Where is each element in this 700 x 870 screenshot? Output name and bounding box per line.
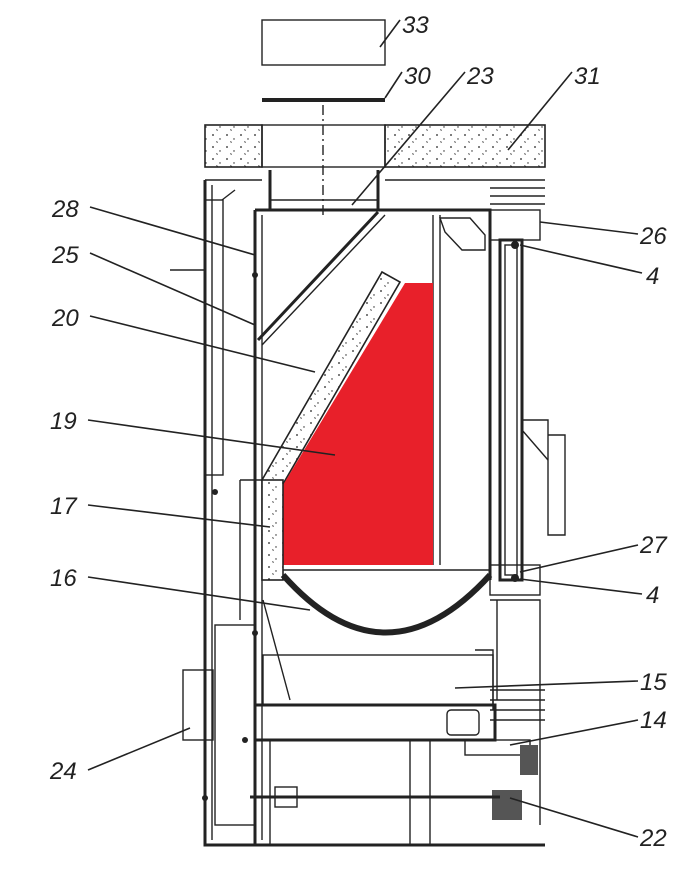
- callout-19: 19: [50, 408, 77, 435]
- bolt: [252, 630, 258, 636]
- side-bracket: [239, 479, 262, 620]
- part-23-flue-collar: [268, 170, 380, 212]
- bolt: [212, 489, 218, 495]
- part-33-cover: [261, 19, 386, 66]
- callout-27: 27: [639, 532, 668, 559]
- door-frame-inner: [432, 215, 441, 565]
- door-handle: [522, 419, 566, 536]
- callout-33: 33: [402, 12, 429, 39]
- handle-arm: [521, 429, 549, 461]
- drawer-handle: [446, 709, 480, 736]
- legs: [269, 740, 431, 845]
- part-19-fire-zone: [283, 283, 433, 565]
- callout-22: 22: [639, 825, 667, 852]
- callout-26: 26: [639, 223, 667, 250]
- door-glass: [504, 244, 518, 576]
- part-31-slab-left: [204, 124, 263, 168]
- callout-28: 28: [51, 196, 79, 223]
- bolt: [252, 272, 258, 278]
- door-top-frame: [489, 209, 541, 241]
- air-channel: [439, 217, 486, 251]
- callout-4-top: 4: [646, 263, 659, 290]
- hinge-top: [511, 241, 519, 249]
- callout-20: 20: [51, 305, 79, 332]
- baffle-inner: [261, 214, 386, 346]
- seal-22: [492, 790, 522, 820]
- rear-deflector: [221, 189, 236, 201]
- callout-31: 31: [574, 63, 601, 90]
- bolt: [202, 795, 208, 801]
- rear-channel: [204, 199, 224, 476]
- callout-4-bottom: 4: [646, 582, 659, 609]
- part-28-baffle: [256, 210, 380, 342]
- callout-17: 17: [50, 493, 78, 520]
- callout-14: 14: [640, 707, 667, 734]
- leader-lines: [87, 19, 643, 838]
- callout-15: 15: [640, 669, 667, 696]
- part-17-side-brick: [261, 479, 284, 581]
- bolt: [242, 737, 248, 743]
- callout-30: 30: [404, 63, 431, 90]
- callout-23: 23: [466, 63, 494, 90]
- top-fins: [385, 179, 545, 205]
- seal-14: [520, 745, 538, 775]
- door-bottom-frame: [489, 564, 541, 596]
- rear-air-box: [214, 624, 256, 826]
- rod-clamp: [274, 786, 298, 808]
- lower-front: [490, 599, 545, 825]
- callout-25: 25: [51, 242, 79, 269]
- hinge-bottom: [511, 574, 519, 582]
- part-31-slab-right: [384, 124, 546, 168]
- callout-16: 16: [50, 565, 77, 592]
- door-glass-frame: [498, 238, 524, 582]
- part-16-grate-bowl: [280, 572, 493, 636]
- part-15-ash-pan: [262, 654, 494, 706]
- callout-24: 24: [49, 758, 77, 785]
- part-24-air-control: [182, 669, 214, 741]
